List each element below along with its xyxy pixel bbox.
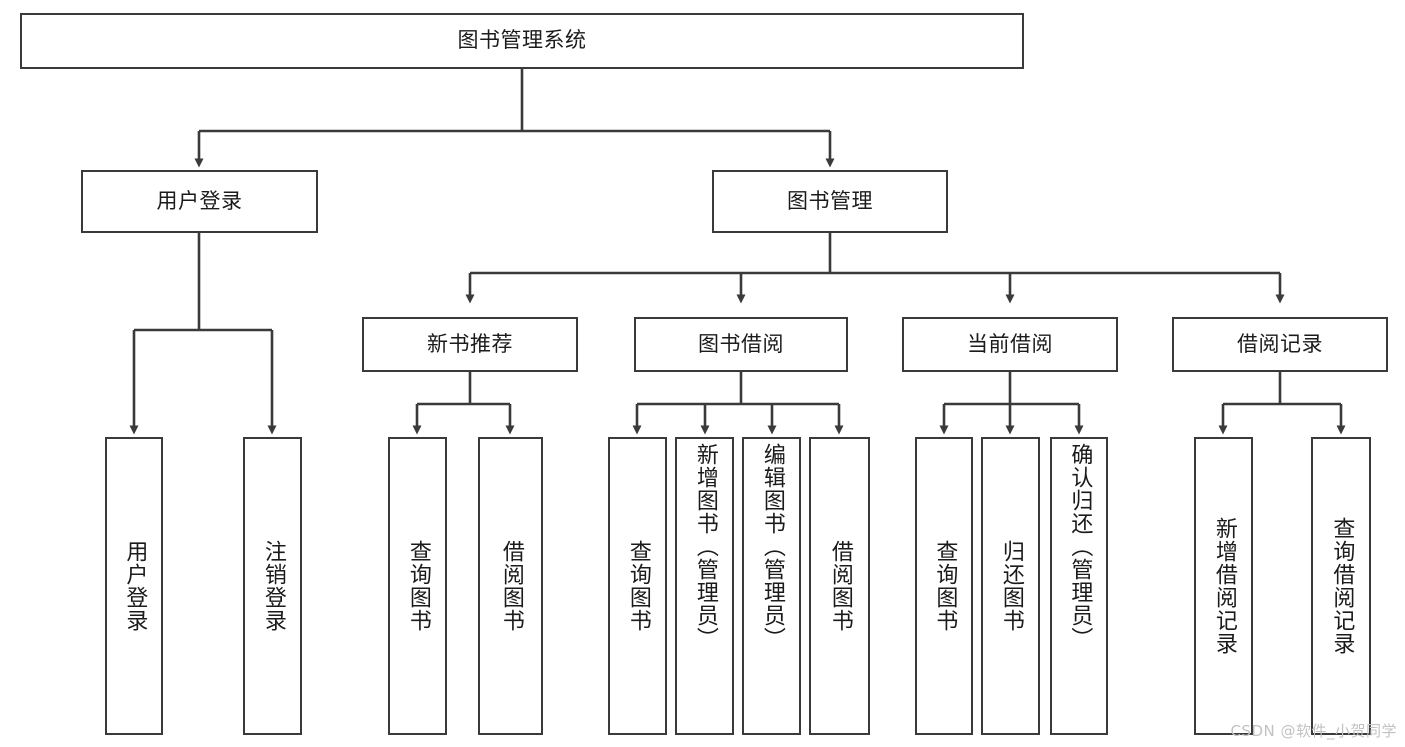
node-leaf-query-record[interactable]: 查询借阅记录 [1311,437,1371,735]
node-book-borrow-label: 图书借阅 [698,331,784,356]
node-leaf-edit-book-label: 编辑图书（管理员） [759,443,785,650]
node-new-book-recommend[interactable]: 新书推荐 [362,317,578,372]
node-leaf-add-record-label: 新增借阅记录 [1211,517,1237,655]
node-leaf-query-book-1[interactable]: 查询图书 [388,437,447,735]
node-leaf-return-book[interactable]: 归还图书 [981,437,1040,735]
node-user-login[interactable]: 用户登录 [81,170,318,233]
node-borrow-record-label: 借阅记录 [1237,331,1323,356]
node-leaf-query-book-2-label: 查询图书 [625,540,651,632]
node-leaf-add-record[interactable]: 新增借阅记录 [1194,437,1253,735]
node-leaf-add-book[interactable]: 新增图书（管理员） [675,437,734,735]
node-leaf-borrow-book-1-label: 借阅图书 [498,540,524,632]
node-leaf-query-book-1-label: 查询图书 [405,540,431,632]
node-leaf-confirm-return[interactable]: 确认归还（管理员） [1050,437,1108,735]
node-leaf-return-book-label: 归还图书 [998,540,1024,632]
node-leaf-user-login-label: 用户登录 [122,540,148,632]
node-root-label: 图书管理系统 [457,28,587,53]
node-new-book-recommend-label: 新书推荐 [427,331,513,356]
node-borrow-record[interactable]: 借阅记录 [1172,317,1388,372]
node-leaf-query-book-3[interactable]: 查询图书 [915,437,973,735]
node-book-management-label: 图书管理 [787,188,873,213]
node-root[interactable]: 图书管理系统 [20,13,1024,69]
node-current-borrow-label: 当前借阅 [967,331,1053,356]
node-book-borrow[interactable]: 图书借阅 [634,317,848,372]
node-leaf-user-login[interactable]: 用户登录 [105,437,163,735]
node-leaf-query-book-2[interactable]: 查询图书 [608,437,667,735]
node-leaf-query-book-3-label: 查询图书 [932,540,958,632]
node-current-borrow[interactable]: 当前借阅 [902,317,1118,372]
node-leaf-borrow-book-2[interactable]: 借阅图书 [809,437,870,735]
node-leaf-borrow-book-2-label: 借阅图书 [827,540,853,632]
node-book-management[interactable]: 图书管理 [712,170,948,233]
node-user-login-label: 用户登录 [156,188,243,213]
node-leaf-add-book-label: 新增图书（管理员） [692,443,718,650]
node-leaf-query-record-label: 查询借阅记录 [1329,517,1355,655]
node-leaf-edit-book[interactable]: 编辑图书（管理员） [742,437,801,735]
node-leaf-confirm-return-label: 确认归还（管理员） [1067,443,1093,650]
node-leaf-logout[interactable]: 注销登录 [243,437,302,735]
node-leaf-logout-label: 注销登录 [260,540,286,632]
node-leaf-borrow-book-1[interactable]: 借阅图书 [478,437,543,735]
